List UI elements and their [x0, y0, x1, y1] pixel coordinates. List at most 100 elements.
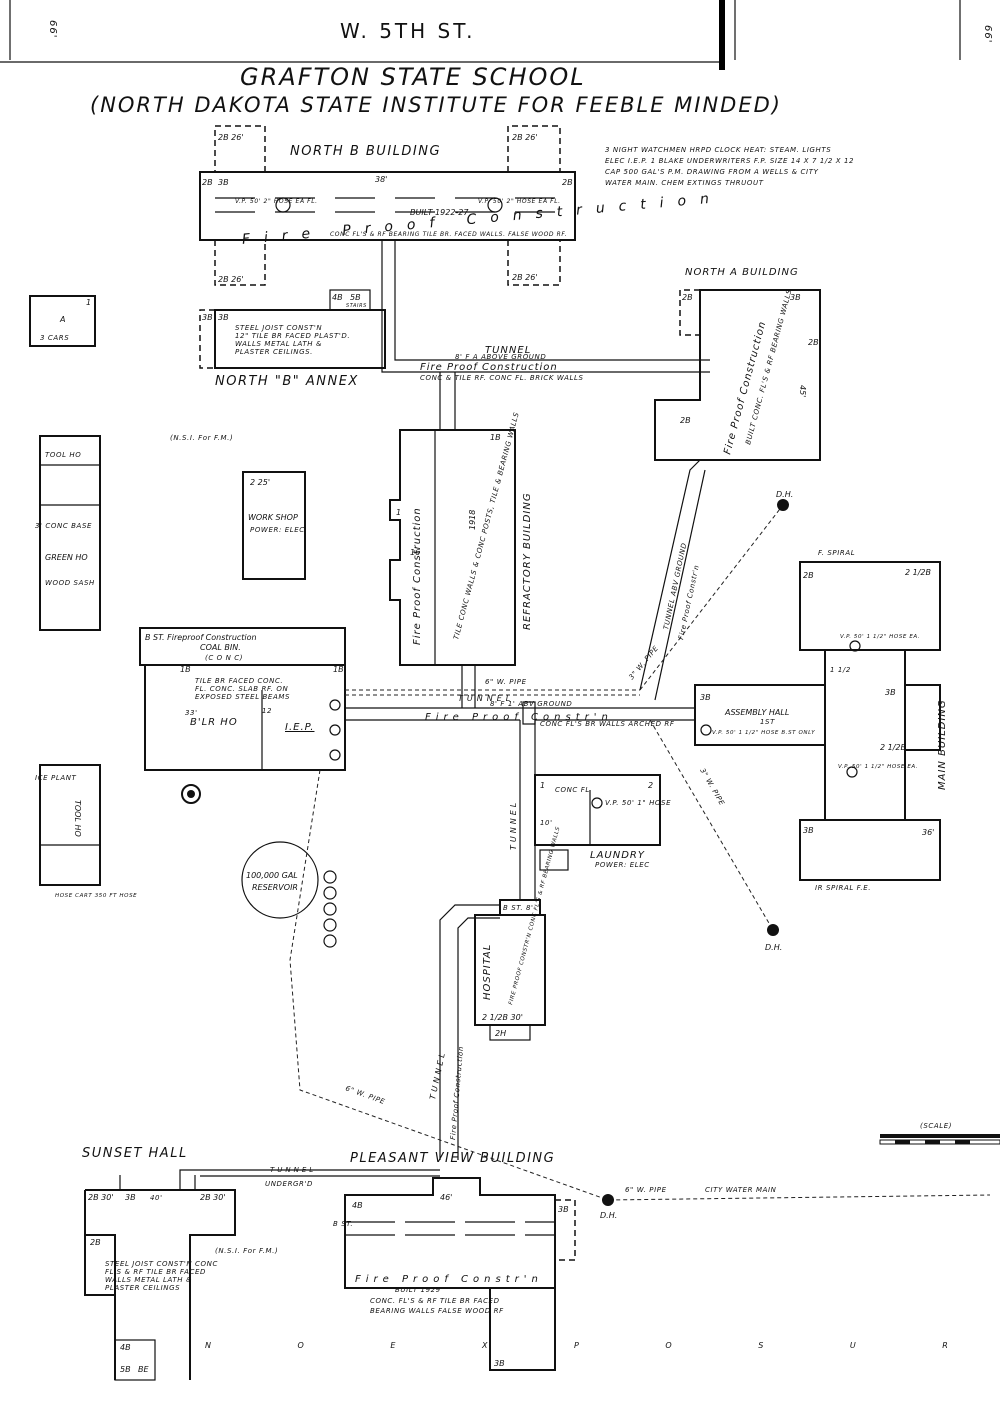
story-label: 2B 26' — [512, 273, 538, 282]
hose-note: V.P. 50' 2" HOSE EA FL. — [478, 198, 561, 205]
story-label: 36' — [922, 828, 934, 837]
tunnel-label: TUNNEL — [485, 345, 531, 356]
building-name: GREEN HO — [45, 553, 88, 562]
story-label: 10' — [540, 819, 553, 827]
note-line: 3 NIGHT WATCHMEN HRPD CLOCK HEAT: STEAM.… — [605, 146, 831, 154]
story-label: 4B — [120, 1343, 131, 1352]
story-label: 2B — [562, 178, 573, 187]
building-name: MAIN BUILDING — [937, 699, 948, 790]
tunnel-construction: Fire Proof Construction — [420, 362, 558, 373]
construction-details: TILE BR FACED CONC. — [195, 677, 283, 685]
story-label: 45' — [798, 385, 807, 397]
hose-note: V.P. 50' 1 1/2" HOSE B.ST ONLY — [712, 730, 815, 736]
story-label: 3B — [494, 1359, 505, 1368]
story-label: 1 1/2 — [830, 666, 851, 674]
ice-plant[interactable]: ICE PLANT TOOL HO HOSE CART 350 FT HOSE — [35, 764, 137, 899]
pipe-label: 6" W. PIPE — [625, 1186, 667, 1194]
story-label: 2B — [803, 571, 814, 580]
street-name: W. 5TH ST. — [340, 19, 475, 43]
tunnel-label: TUNNEL — [428, 1049, 447, 1100]
story-label: 3B — [558, 1205, 569, 1214]
story-label: 2 — [648, 781, 653, 790]
north-a-building[interactable]: NORTH A BUILDING Fire Proof Construction… — [654, 267, 821, 461]
coal-bin-label: COAL BIN. — [200, 643, 241, 652]
pipe-label: 6" W. PIPE — [485, 678, 527, 686]
story-label: 3B — [790, 293, 801, 302]
story-label: 2 1/2B — [880, 743, 906, 752]
hydrant-label: D.H. — [600, 1211, 617, 1220]
fire-escape-label: IR SPIRAL F.E. — [815, 884, 871, 892]
construction-details: CONC. FL'S & RF TILE BR FACED — [370, 1297, 500, 1305]
building-name: WORK SHOP — [248, 513, 298, 522]
building-name: NORTH A BUILDING — [685, 267, 799, 278]
story-label: 2 25' — [250, 478, 270, 487]
story-label: 40' — [150, 1194, 163, 1202]
reservoir-label: RESERVOIR — [252, 883, 298, 892]
hose-note: V.P. 50' 1 1/2" HOSE EA. — [840, 634, 920, 640]
tunnel-label: TUNNEL — [458, 694, 514, 703]
pipe-label: 3" W. PIPE — [698, 767, 726, 807]
hydrant-label: D.H. — [765, 943, 782, 952]
sunset-hall[interactable]: SUNSET HALL TUNNEL UNDERGR'D STEEL JOIST… — [82, 1146, 440, 1381]
green-house[interactable]: TOOL HO 3' CONC BASE GREEN HO WOOD SASH — [35, 435, 101, 631]
building-name: TOOL HO — [45, 451, 81, 459]
story-label: 2B — [808, 338, 819, 347]
story-label: 2B 26' — [218, 275, 244, 284]
tunnel-label: 8' F 1' ABV GROUND — [490, 700, 572, 708]
story-label: B ST. — [333, 1220, 353, 1228]
assembly-hall-label: ASSEMBLY HALL — [724, 708, 789, 717]
hospital[interactable]: HOSPITAL FIRE PROOF CONSTR'N CONC FL'S &… — [428, 826, 562, 1160]
story-label: STAIRS — [346, 303, 367, 309]
hydrant-label: D.H. — [776, 490, 793, 499]
capacity-label: 3 CARS — [40, 334, 69, 342]
story-label: 2 1/2B — [905, 568, 931, 577]
laundry[interactable]: LAUNDRY POWER: ELEC CONC FL V.P. 50' 1" … — [534, 774, 671, 871]
built-label: BUILT 1929 — [395, 1286, 441, 1294]
boiler-house[interactable]: B ST. Fireproof Construction COAL BIN. (… — [139, 627, 346, 804]
story-label: 46' — [440, 1193, 452, 1202]
iep-label: I.E.P. — [285, 722, 314, 733]
construction-details: PLASTER CEILINGS — [105, 1284, 180, 1292]
hydrant-3: D.H. — [600, 1194, 617, 1220]
tunnel-details: CONC FL'S BR WALLS ARCHED RF — [540, 720, 675, 728]
construction-details: FL. CONC. SLAB RF. ON — [195, 685, 288, 693]
construction-details: 12" TILE BR FACED PLAST'D. — [235, 332, 350, 340]
pleasant-view-building[interactable]: PLEASANT VIEW BUILDING Fire Proof Constr… — [333, 1151, 576, 1371]
refractory-building[interactable]: REFRACTORY BUILDING Fire Proof Construct… — [389, 411, 533, 666]
story-label: 1B — [490, 433, 501, 442]
hydrant-1: D.H. — [776, 490, 793, 511]
garage[interactable]: 1 A 3 CARS — [29, 295, 96, 347]
map-frame — [0, 0, 961, 70]
story-label: 5B — [120, 1365, 131, 1374]
street-width-left: 66' — [47, 20, 58, 38]
tunnel-label: TUNNEL — [270, 1166, 316, 1174]
building-name: LAUNDRY — [590, 850, 645, 861]
story-label: 2B 30' — [200, 1193, 226, 1202]
hose-note: V.P. 50' 2" HOSE EA FL. — [235, 198, 318, 205]
construction-details: PLASTER CEILINGS. — [235, 348, 313, 356]
story-label: 16 — [410, 548, 420, 557]
north-b-annex[interactable]: NORTH "B" ANNEX STEEL JOIST CONST'N 12" … — [199, 289, 386, 389]
story-label: 3B — [202, 313, 213, 322]
story-label: 2B — [682, 293, 693, 302]
workshop[interactable]: 2 25' WORK SHOP POWER: ELEC — [242, 471, 306, 580]
building-name: B'LR HO — [190, 717, 238, 728]
story-label: 4B — [332, 293, 343, 302]
story-label: 2B 30' — [88, 1193, 114, 1202]
built-label: 1918 — [468, 510, 477, 530]
construction-details: STEEL JOIST CONST'N — [235, 324, 322, 332]
building-name: NORTH B BUILDING — [290, 144, 441, 159]
story-label: 2B — [90, 1238, 101, 1247]
main-building[interactable]: MAIN BUILDING ASSEMBLY HALL 1ST V.P. 50'… — [694, 549, 948, 892]
story-label: 3B — [803, 826, 814, 835]
construction-details: FL'S & RF TILE BR FACED — [105, 1268, 206, 1276]
story-label: 2B 26' — [218, 133, 244, 142]
pipe-label: CITY WATER MAIN — [705, 1186, 777, 1194]
building-name: SUNSET HALL — [82, 1146, 188, 1161]
building-name: TOOL HO — [73, 800, 82, 837]
reservoir[interactable]: 100,000 GAL RESERVOIR — [241, 841, 337, 948]
tunnel-north: TUNNEL 8' F A ABOVE GROUND Fire Proof Co… — [381, 240, 710, 430]
story-label: 3B — [700, 693, 711, 702]
coal-bin-label: (C O N C) — [205, 654, 243, 662]
fire-escape-label: F. SPIRAL — [818, 549, 855, 557]
